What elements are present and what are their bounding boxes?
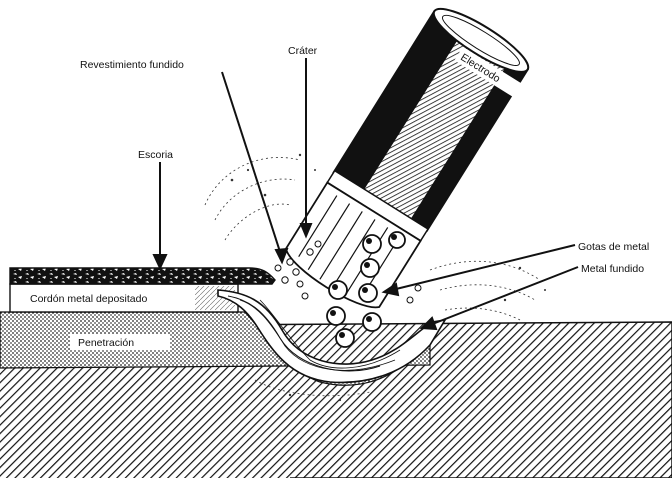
electrode: Electrodo xyxy=(280,0,538,318)
escoria-label: Escoria xyxy=(138,149,173,161)
penetracion-label: Penetración xyxy=(78,337,134,349)
crater-label: Cráter xyxy=(288,45,318,57)
revestimiento-label: Revestimiento fundido xyxy=(80,59,184,71)
slag-layer xyxy=(10,268,275,284)
cordon-label: Cordón metal depositado xyxy=(30,293,147,305)
gotas-label: Gotas de metal xyxy=(578,241,649,253)
base-metal-left xyxy=(0,360,290,478)
metal-fundido-label: Metal fundido xyxy=(581,263,644,275)
